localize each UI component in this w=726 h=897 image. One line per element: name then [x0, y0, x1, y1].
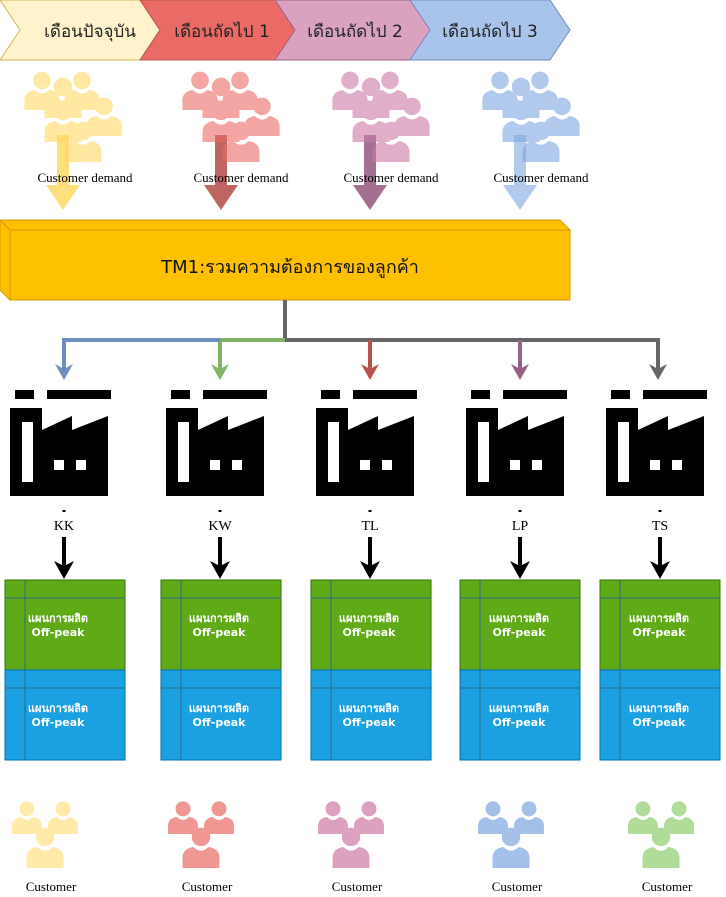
customer-5: Customer — [628, 801, 694, 894]
connector-to-ts — [285, 338, 660, 370]
customer-icon — [168, 801, 234, 868]
demand-label: Customer demand — [494, 170, 589, 185]
plant-kw: KW — [166, 390, 267, 534]
customer-label: Customer — [182, 879, 233, 894]
plan-bottom-line2: Off-peak — [193, 716, 247, 729]
arrow-kw-plan — [210, 537, 230, 579]
plan-top-line1: แผนการผลิต — [629, 612, 689, 625]
connector-to-kw — [218, 338, 285, 370]
demand-label: Customer demand — [38, 170, 133, 185]
plan-top-line2: Off-peak — [193, 626, 247, 639]
timeline-step-label: เดือนถัดไป 3 — [442, 21, 538, 42]
plant-ts: TS — [606, 390, 707, 534]
customer-label: Customer — [332, 879, 383, 894]
plant-name: TL — [361, 519, 378, 534]
plant-lp: LP — [466, 390, 567, 534]
connector-to-kk — [62, 338, 220, 370]
timeline-step-current: เดือนปัจจุบัน — [0, 0, 161, 61]
plan-bottom-line2: Off-peak — [343, 716, 397, 729]
demand-group-1: Customer demand — [24, 71, 133, 210]
customer-group-icon — [182, 71, 280, 162]
plant-kk: KK — [10, 390, 111, 534]
plan-bottom-line1: แผนการผลิต — [339, 702, 399, 715]
customer-3: Customer — [318, 801, 384, 894]
plan-top-line2: Off-peak — [633, 626, 687, 639]
timeline-step-next-2: เดือนถัดไป 2 — [274, 0, 431, 61]
plan-top-line2: Off-peak — [343, 626, 397, 639]
plan-top-line1: แผนการผลิต — [489, 612, 549, 625]
plant-name: KW — [208, 519, 232, 534]
plan-bottom-line1: แผนการผลิต — [28, 702, 88, 715]
customer-group-icon — [482, 71, 580, 162]
customer-group-icon — [332, 71, 430, 162]
factory-icon — [606, 390, 707, 496]
plan-top-line2: Off-peak — [493, 626, 547, 639]
arrow-kk-plan — [54, 537, 74, 579]
plant-name: KK — [54, 519, 74, 534]
demand-label: Customer demand — [194, 170, 289, 185]
plan-block-ts: แผนการผลิต Off-peak แผนการผลิต Off-peak — [599, 579, 721, 761]
customer-label: Customer — [642, 879, 693, 894]
customer-icon — [12, 801, 78, 868]
timeline-step-label: เดือนปัจจุบัน — [44, 22, 136, 42]
customer-2: Customer — [168, 801, 234, 894]
factory-icon — [166, 390, 267, 496]
arrowhead-lp — [511, 364, 529, 380]
plan-bottom-line1: แผนการผลิต — [489, 702, 549, 715]
customer-label: Customer — [26, 879, 77, 894]
tm1-label: TM1:รวมความต้องการของลูกค้า — [160, 257, 419, 278]
plant-name: TS — [652, 519, 668, 534]
customer-1: Customer — [12, 801, 78, 894]
arrowhead-ts — [649, 364, 667, 380]
plan-block-kw: แผนการผลิต Off-peak แผนการผลิต Off-peak — [160, 579, 282, 761]
demand-group-2: Customer demand — [182, 71, 289, 210]
arrow-lp-plan — [510, 537, 530, 579]
timeline-step-label: เดือนถัดไป 1 — [174, 21, 270, 42]
plan-block-kk: แผนการผลิต Off-peak แผนการผลิต Off-peak — [4, 579, 126, 761]
arrowhead-kk — [55, 364, 73, 380]
arrow-ts-plan — [650, 537, 670, 579]
plan-bottom-line2: Off-peak — [633, 716, 687, 729]
timeline: เดือนปัจจุบัน เดือนถัดไป 1 เดือนถัดไป 2 … — [0, 0, 571, 61]
arrowhead-kw — [211, 364, 229, 380]
timeline-step-label: เดือนถัดไป 2 — [307, 21, 403, 42]
factory-icon — [10, 390, 111, 496]
plan-bottom-line2: Off-peak — [493, 716, 547, 729]
customer-4: Customer — [478, 801, 544, 894]
factory-icon — [316, 390, 417, 496]
factory-icon — [466, 390, 567, 496]
distribution-connectors — [55, 300, 667, 380]
plan-bottom-line1: แผนการผลิต — [189, 702, 249, 715]
timeline-step-next-3: เดือนถัดไป 3 — [409, 0, 571, 61]
plant-name: LP — [512, 519, 529, 534]
demand-label: Customer demand — [344, 170, 439, 185]
demand-group-4: Customer demand — [482, 71, 589, 210]
plan-top-line1: แผนการผลิต — [189, 612, 249, 625]
arrow-tl-plan — [360, 537, 380, 579]
plan-top-line1: แผนการผลิต — [339, 612, 399, 625]
plan-top-line1: แผนการผลิต — [28, 612, 88, 625]
arrowhead-tl — [361, 364, 379, 380]
demand-group-3: Customer demand — [332, 71, 439, 210]
customer-label: Customer — [492, 879, 543, 894]
customer-group-icon — [24, 71, 122, 162]
plan-block-tl: แผนการผลิต Off-peak แผนการผลิต Off-peak — [310, 579, 432, 761]
plant-tl: TL — [316, 390, 417, 534]
customer-icon — [628, 801, 694, 868]
timeline-step-next-1: เดือนถัดไป 1 — [139, 0, 301, 61]
plant-plan-arrows — [54, 537, 670, 579]
plan-top-line2: Off-peak — [32, 626, 86, 639]
plan-block-lp: แผนการผลิต Off-peak แผนการผลิต Off-peak — [459, 579, 581, 761]
customer-icon — [318, 801, 384, 868]
plan-bottom-line1: แผนการผลิต — [629, 702, 689, 715]
customer-icon — [478, 801, 544, 868]
tm1-box: TM1:รวมความต้องการของลูกค้า — [0, 219, 572, 302]
plan-bottom-line2: Off-peak — [32, 716, 86, 729]
